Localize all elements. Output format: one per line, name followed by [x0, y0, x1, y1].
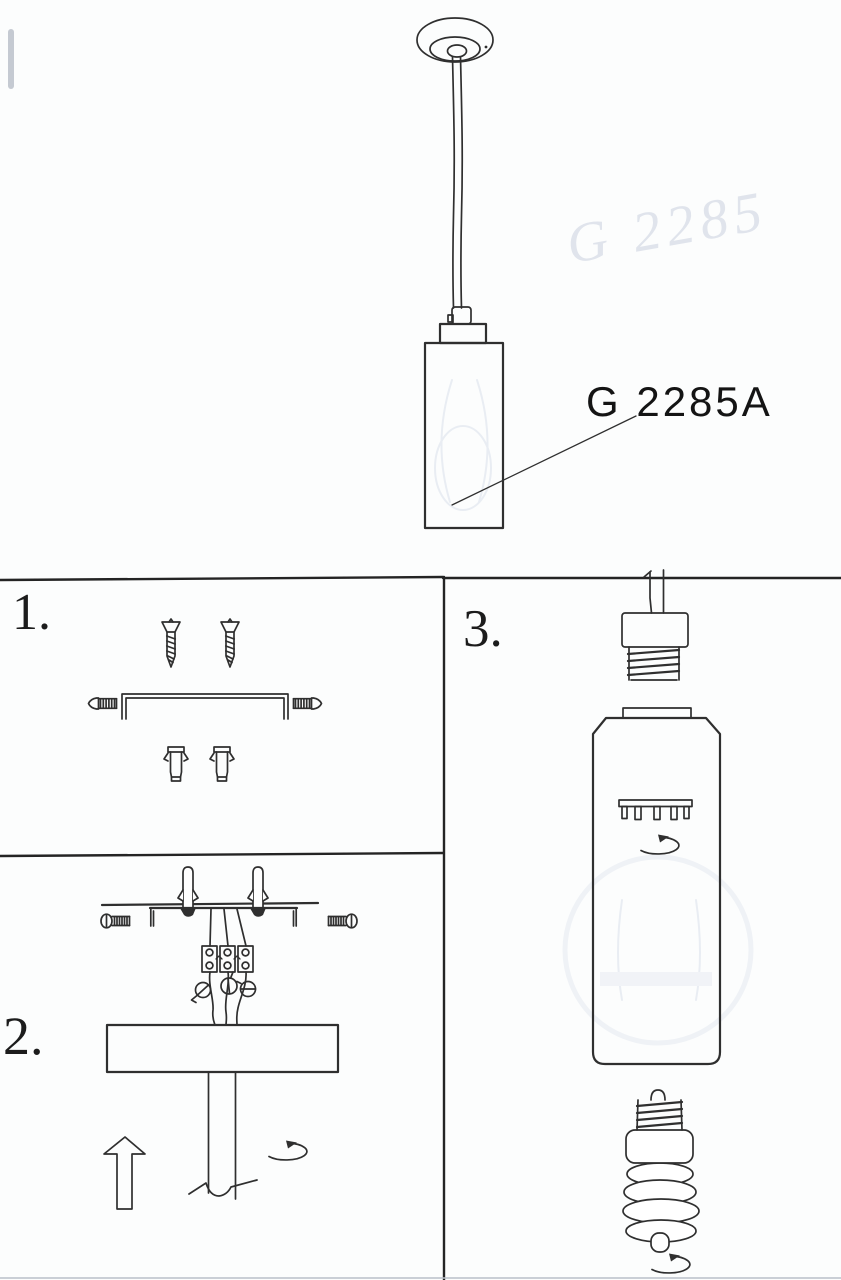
mounting-bracket — [148, 906, 299, 927]
pendant-cord — [188, 1071, 258, 1200]
model-label: G 2285A — [586, 378, 773, 425]
bracket-screw-icon — [327, 913, 358, 929]
panel-dividers — [0, 29, 841, 1280]
installed-anchor-icon — [177, 866, 199, 918]
terminal-screw-icon — [190, 981, 212, 1004]
bracket-screw-icon — [87, 697, 118, 710]
step1-number: 1. — [12, 584, 51, 641]
bulb-holder — [618, 799, 693, 821]
bracket-screw-icon — [100, 913, 131, 929]
rotate-arrow-icon — [651, 1252, 691, 1274]
step2-figure — [100, 856, 358, 1210]
push-up-arrow-icon — [103, 1136, 146, 1210]
canopy — [105, 1023, 340, 1074]
glass-shade — [562, 707, 754, 1066]
pendant-lamp-figure — [416, 17, 637, 530]
cfl-bulb — [622, 1089, 700, 1253]
lamp-socket — [621, 612, 689, 681]
rotate-arrow-icon — [268, 1139, 308, 1161]
wood-screw-icon — [161, 618, 181, 668]
step3-number: 3. — [463, 600, 503, 658]
canopy-wires — [208, 971, 247, 1026]
terminal-screw-icon — [236, 980, 257, 998]
label-leader-line — [451, 415, 637, 506]
step2-number: 2. — [3, 1006, 44, 1066]
terminal-block — [201, 945, 254, 973]
rotate-arrow-icon — [640, 833, 680, 855]
step3-figure — [562, 569, 754, 1274]
bracket-screw-icon — [292, 697, 323, 710]
socket-cord — [643, 569, 665, 614]
wall-anchor-icon — [209, 746, 235, 782]
wood-screw-icon — [220, 618, 240, 668]
wall-anchor-icon — [163, 746, 189, 782]
lamp-shade — [423, 322, 505, 530]
mounting-bracket — [121, 693, 289, 720]
step1-figure — [87, 618, 323, 782]
suspension-cord — [447, 56, 472, 325]
ceiling-hatch — [100, 856, 322, 904]
supply-wires — [209, 908, 247, 947]
ceiling-canopy — [416, 17, 494, 63]
installed-anchor-icon — [247, 866, 269, 918]
